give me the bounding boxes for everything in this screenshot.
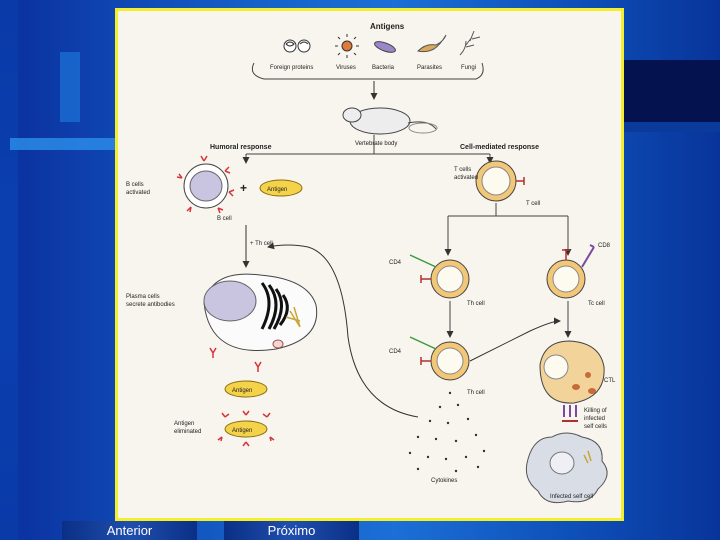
b-cells-label-1: B cells (126, 182, 144, 188)
antigen-blob (259, 179, 303, 197)
parasite-icon (417, 34, 447, 53)
b-cell (183, 163, 229, 209)
antigen-type-foreign-proteins: Foreign proteins (270, 65, 313, 71)
infected-self-cell (525, 432, 608, 504)
plus-th-cell-label: + Th cell (250, 241, 273, 247)
background-stripe (0, 0, 18, 540)
b-cell-receptors (176, 155, 235, 214)
th-cell-2 (409, 336, 470, 381)
background-block (60, 52, 80, 122)
t-cell-label: T cell (526, 201, 540, 207)
cd4-label-2: CD4 (389, 349, 402, 355)
foreign-proteins-icon (283, 39, 311, 53)
bacteria-icon (374, 41, 396, 53)
plus-sign: + (240, 181, 247, 195)
antigen-blob-2 (224, 380, 268, 398)
plasma-label-2: secrete antibodies (126, 302, 175, 308)
antigen-type-fungi: Fungi (461, 65, 476, 71)
free-antibodies (209, 347, 262, 372)
th-cell-1 (409, 254, 470, 299)
background-bar (10, 138, 116, 150)
tc-cell-label: Tc cell (588, 301, 605, 307)
antigens-bracket (251, 62, 484, 80)
fungi-icon (459, 30, 481, 56)
mouse-icon (342, 107, 438, 135)
cytokines-particles (408, 391, 486, 473)
infected-cell-label: Infected self cell (550, 494, 593, 500)
b-cells-label-2: activated (126, 190, 150, 196)
next-button[interactable]: Próximo (224, 521, 359, 540)
ctl-label: CTL (604, 378, 616, 384)
background-dark-strip (624, 122, 720, 132)
plasma-label-1: Plasma cells (126, 294, 160, 300)
arrow-cytokine-feedback (267, 242, 419, 418)
cell-mediated-title: Cell-mediated response (460, 144, 539, 151)
host-label: Vertebrate body (355, 141, 397, 147)
humoral-title: Humoral response (210, 144, 272, 151)
cytokines-label: Cytokines (431, 478, 457, 484)
antigen-label-2: Antigen (232, 388, 252, 394)
cd8-label: CD8 (598, 243, 611, 249)
antigen-label-3: Antigen (232, 428, 252, 434)
killing-label-1: Killing of (584, 408, 607, 414)
cd4-label-1: CD4 (389, 260, 402, 266)
antigen-type-viruses: Viruses (336, 65, 356, 71)
killing-label-3: self cells (584, 424, 607, 430)
antigen-type-parasites: Parasites (417, 65, 442, 71)
previous-button[interactable]: Anterior (62, 521, 197, 540)
th-cell-label-1: Th cell (467, 301, 485, 307)
ctl-cell (539, 340, 605, 404)
background-dark-block (624, 60, 720, 122)
t-cells-label-1: T cells (454, 167, 471, 173)
b-cell-label: B cell (217, 216, 232, 222)
antigen-type-bacteria: Bacteria (372, 65, 395, 71)
eliminated-label-1: Antigen (174, 421, 194, 427)
virus-icon (335, 34, 359, 58)
eliminated-label-2: eliminated (174, 429, 201, 435)
immune-response-diagram: Antigens Foreign proteins Viruses Bacter… (126, 22, 616, 504)
antigen-label: Antigen (267, 187, 287, 193)
antigens-title: Antigens (370, 22, 405, 31)
arrow-th-helps-ctl (469, 317, 561, 362)
killing-label-2: infected (584, 416, 605, 422)
ctl-contact-receptors (562, 405, 578, 422)
diagram-frame: Antigens Foreign proteins Viruses Bacter… (115, 8, 624, 521)
t-cell-activated (475, 160, 525, 202)
t-cells-label-2: activated (454, 175, 478, 181)
th-cell-label-2: Th cell (467, 390, 485, 396)
tc-cell (546, 244, 595, 299)
plasma-cell (203, 273, 318, 351)
antigen-antibody-complex (217, 410, 275, 447)
